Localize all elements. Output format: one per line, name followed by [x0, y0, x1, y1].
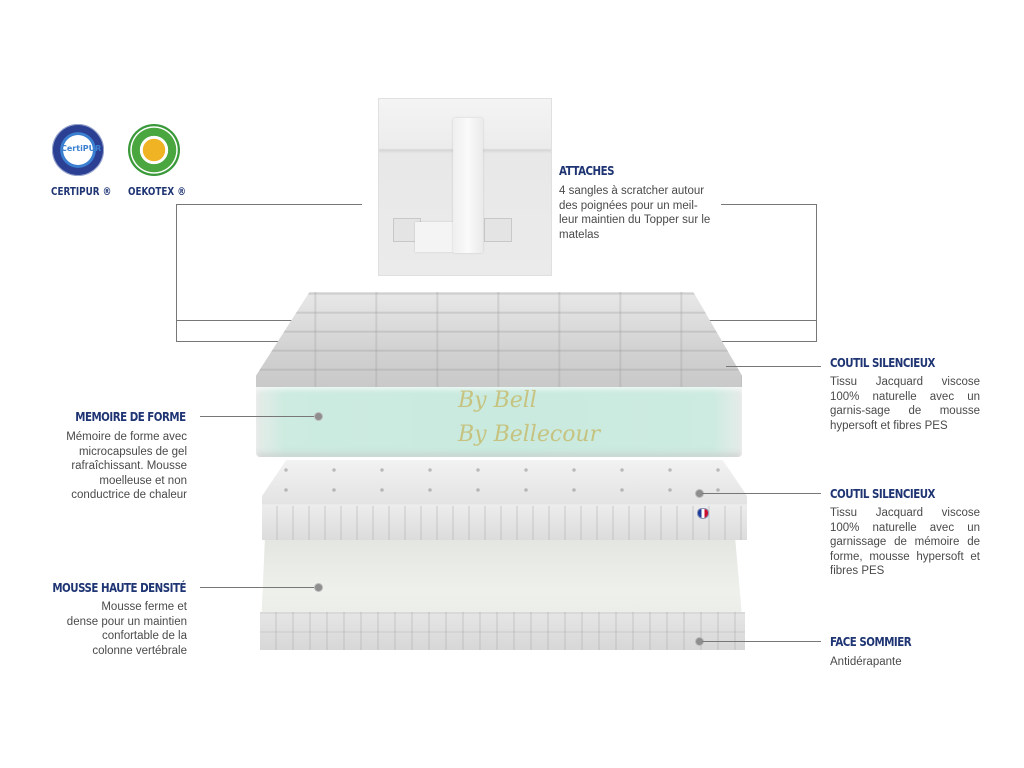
- certipur-logo-text: CertiPUR: [61, 144, 102, 153]
- connector-left-mid: [176, 320, 311, 321]
- memoire-marker-dot: [314, 412, 323, 421]
- attaches-text: 4 sangles à scratcher autour des poignée…: [559, 185, 711, 241]
- memoire-line: Mémoire de forme avec: [66, 431, 187, 443]
- connector-left-vertical: [176, 204, 177, 342]
- coutil-2-title: COUTIL SILENCIEUX: [830, 486, 935, 501]
- connector-right-top: [721, 204, 817, 205]
- strap-loop: [415, 222, 453, 252]
- memoire-line: moelleuse et non: [99, 474, 187, 487]
- strap-icon: [453, 118, 483, 253]
- connector-left-bottom: [176, 341, 298, 342]
- connector-right-bottom: [700, 341, 817, 342]
- face-sommier-title: FACE SOMMIER: [830, 634, 912, 649]
- connector-memoire: [200, 416, 316, 417]
- mousse-line: Mousse ferme et: [101, 601, 187, 613]
- coutil-1-title: COUTIL SILENCIEUX: [830, 355, 935, 370]
- coutil-2-text: Tissu Jacquard viscose 100% naturelle av…: [830, 507, 980, 578]
- coutil-side-border: [262, 506, 747, 540]
- connector-coutil-2: [702, 493, 821, 494]
- face-sommier-text: Antidérapante: [830, 656, 902, 668]
- french-flag-badge-icon: [697, 508, 709, 519]
- connector-mousse: [200, 587, 316, 588]
- mousse-line: dense pour un maintien: [66, 615, 187, 628]
- velcro-pad-right: [484, 218, 512, 242]
- attaches-title: ATTACHES: [559, 163, 615, 178]
- certipur-label: CERTIPUR ®: [51, 185, 112, 198]
- mousse-text: Mousse ferme et dense pour un maintien c…: [40, 600, 187, 658]
- connector-face-sommier: [702, 641, 821, 642]
- memoire-line: conductrice de chaleur: [71, 489, 187, 502]
- sommier-face-layer: [260, 612, 745, 650]
- coutil-1-text: Tissu Jacquard viscose 100% naturelle av…: [830, 376, 980, 432]
- oekotex-label: OEKOTEX ®: [128, 185, 187, 198]
- memoire-line: rafraîchissant. Mousse: [71, 460, 187, 473]
- topper-quilted-layer: [256, 292, 742, 387]
- connector-coutil-1: [726, 366, 821, 367]
- memoire-title: MEMOIRE DE FORME: [75, 409, 187, 424]
- memoire-line: microcapsules de gel: [78, 445, 187, 458]
- brand-script-top: By Bell: [458, 388, 537, 413]
- mousse-line: colonne vertébrale: [92, 644, 187, 657]
- memory-foam-layer: [256, 385, 742, 457]
- brand-script-bottom: By Bellecour: [458, 422, 601, 447]
- mousse-line: confortable de la: [101, 630, 187, 643]
- connector-right-vertical: [816, 204, 817, 342]
- oekotex-seal-icon: [128, 124, 180, 176]
- connector-left-top: [176, 204, 362, 205]
- connector-right-mid: [688, 320, 817, 321]
- mousse-marker-dot: [314, 583, 323, 592]
- memoire-text: Mémoire de forme avec microcapsules de g…: [40, 430, 187, 503]
- certipur-seal-icon: CertiPUR: [52, 124, 104, 176]
- mousse-title: MOUSSE HAUTE DENSITÉ: [52, 580, 186, 595]
